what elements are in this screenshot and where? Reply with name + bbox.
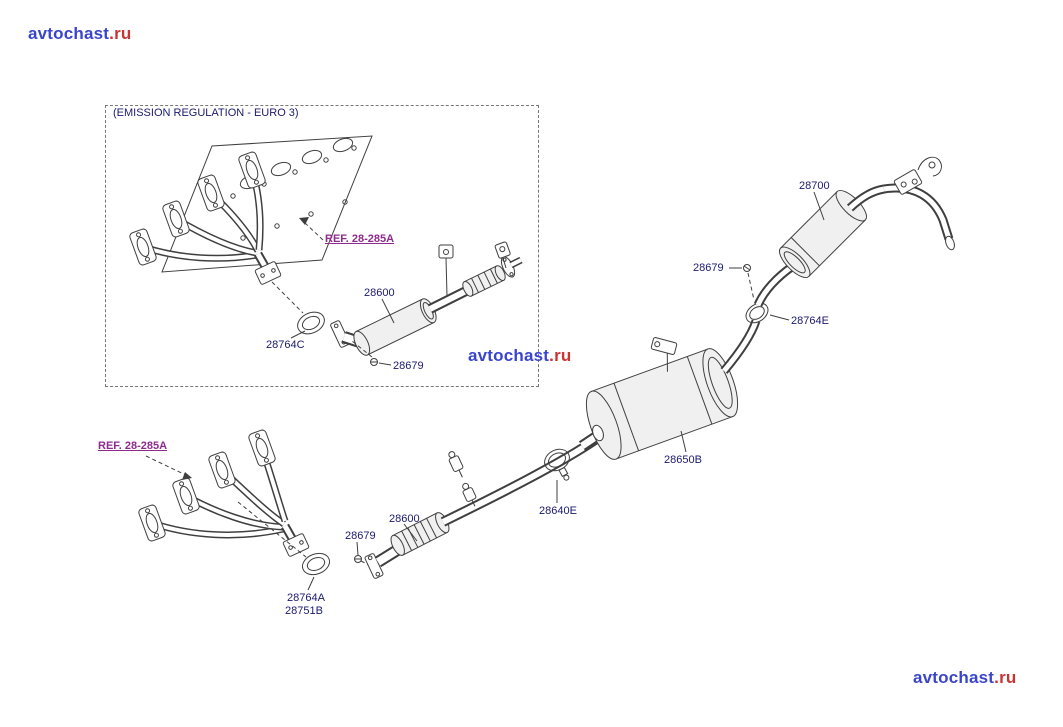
front-pipe-top-drawing bbox=[330, 241, 523, 366]
part-label-28679-top: 28679 bbox=[393, 360, 424, 372]
tailpipe-flange-drawing bbox=[893, 169, 923, 195]
manifold-top-drawing bbox=[129, 151, 282, 285]
flex-section-bottom-drawing bbox=[390, 512, 450, 556]
pipe-hanger-2-drawing bbox=[462, 482, 477, 507]
watermark-avtochast-center: avtochast.ru bbox=[468, 346, 572, 366]
bolt-28679-top-drawing bbox=[351, 340, 378, 366]
watermark-name: avtochast bbox=[913, 668, 995, 687]
gasket-ring-28764e-drawing bbox=[745, 302, 769, 324]
assembly-dash-bottom bbox=[237, 501, 307, 558]
tailpipe-drawing bbox=[846, 156, 955, 251]
part-label-28764c: 28764C bbox=[266, 339, 305, 351]
pipe-hanger-1-drawing bbox=[448, 451, 464, 478]
clamp-28640e-drawing bbox=[544, 448, 570, 481]
watermark-tld: .ru bbox=[549, 346, 572, 365]
part-label-28679-bottom: 28679 bbox=[345, 530, 376, 542]
catalytic-converter-drawing bbox=[353, 298, 437, 356]
part-label-28600-bottom: 28600 bbox=[389, 513, 420, 525]
watermark-tld: .ru bbox=[109, 24, 132, 43]
gasket-ring-28764c-drawing bbox=[297, 311, 325, 335]
watermark-name: avtochast bbox=[468, 346, 550, 365]
flex-section-top-drawing bbox=[462, 265, 506, 297]
part-label-28764a: 28764A bbox=[287, 592, 325, 604]
part-label-28764e: 28764E bbox=[791, 315, 829, 327]
ref-bottom-leader bbox=[145, 455, 191, 478]
ref-28-285a-bottom-label: REF. 28-285A bbox=[98, 440, 168, 452]
watermark-tld: .ru bbox=[994, 668, 1017, 687]
assembly-dash-top bbox=[271, 281, 304, 314]
ref-bottom-arrow bbox=[182, 472, 192, 480]
part-label-28679-mid: 28679 bbox=[693, 262, 724, 274]
muffler-hanger-drawing bbox=[650, 337, 678, 372]
emission-regulation-box bbox=[105, 105, 539, 387]
tailpipe-hanger-drawing bbox=[917, 156, 942, 177]
part-label-28650b: 28650B bbox=[664, 454, 702, 466]
manifold-bottom-drawing bbox=[138, 429, 310, 557]
resonator-28700-drawing bbox=[753, 189, 868, 307]
ref-28-285a-top-label: REF. 28-285A bbox=[325, 233, 395, 245]
watermark-name: avtochast bbox=[28, 24, 110, 43]
main-muffler-28650b-drawing bbox=[578, 319, 761, 460]
leader-lines bbox=[290, 191, 825, 591]
part-label-28751b: 28751B bbox=[285, 605, 323, 617]
hanger-bracket-top-drawing bbox=[438, 241, 511, 297]
part-label-28600-top: 28600 bbox=[364, 287, 395, 299]
ref-top-leader bbox=[303, 221, 324, 241]
part-label-28700: 28700 bbox=[799, 180, 830, 192]
watermark-avtochast-bottom: avtochast.ru bbox=[913, 668, 1017, 688]
emission-box-label: (EMISSION REGULATION - EURO 3) bbox=[113, 107, 299, 119]
part-label-28640e: 28640E bbox=[539, 505, 577, 517]
ref-top-arrow bbox=[299, 217, 309, 225]
gasket-ring-28764a-drawing bbox=[301, 552, 331, 576]
bolt-28679-mid-drawing bbox=[743, 264, 755, 301]
watermark-avtochast-top: avtochast.ru bbox=[28, 24, 132, 44]
